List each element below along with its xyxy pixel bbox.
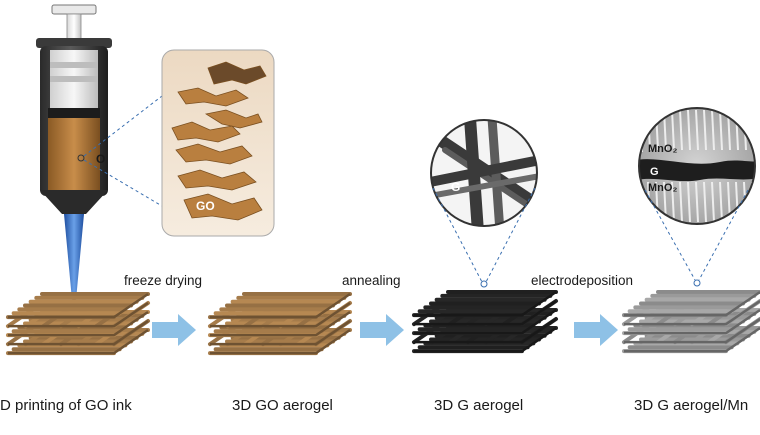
plunger-rod bbox=[66, 13, 82, 41]
lattice-edge bbox=[8, 319, 149, 346]
syringe bbox=[36, 4, 112, 318]
go-aerogel-lattice bbox=[208, 292, 352, 356]
lattice-edge bbox=[414, 290, 557, 317]
barrel-flange bbox=[36, 38, 112, 48]
process-arrows bbox=[152, 314, 618, 346]
nozzle bbox=[64, 214, 84, 300]
composite-inset: MnO₂ G MnO₂ bbox=[638, 107, 756, 225]
composite-bottom-label: MnO₂ bbox=[648, 182, 677, 194]
lattice-edge bbox=[210, 310, 351, 337]
plunger-cap bbox=[51, 4, 97, 15]
composite-middle-label: G bbox=[650, 166, 659, 178]
graphene-strand bbox=[639, 159, 755, 182]
zoom-lines-composite bbox=[644, 189, 749, 287]
caption-printing: D printing of GO ink bbox=[0, 397, 132, 414]
plunger-seal bbox=[48, 108, 100, 118]
go-flakes bbox=[171, 61, 267, 221]
lattice-edge bbox=[8, 310, 149, 337]
caption-g-aerogel: 3D G aerogel bbox=[434, 397, 524, 414]
caption-go-aerogel: 3D GO aerogel bbox=[232, 397, 333, 414]
lattice-edge bbox=[8, 328, 149, 355]
lattice-edge bbox=[210, 292, 351, 319]
graphene-inset-label: G bbox=[451, 180, 460, 194]
step-label-annealing: annealing bbox=[342, 273, 401, 288]
lattice-edge bbox=[8, 292, 149, 319]
lattice-edge bbox=[624, 317, 760, 344]
lattice-edge bbox=[414, 308, 557, 335]
arrow-electrodeposition bbox=[574, 314, 618, 346]
go-inset-label: GO bbox=[196, 199, 215, 213]
printed-lattice bbox=[6, 292, 150, 356]
lattice-edge bbox=[210, 319, 351, 346]
composite-lattice bbox=[622, 290, 760, 354]
syringe-tip bbox=[40, 190, 108, 214]
plunger-ring-2 bbox=[50, 76, 98, 82]
go-sheets-inset: GO bbox=[161, 49, 275, 237]
lattice-edge bbox=[414, 317, 557, 344]
lattice-blocks bbox=[6, 290, 760, 356]
lattice-edge bbox=[210, 328, 351, 355]
lattice-edge bbox=[414, 299, 557, 326]
lattice-edge bbox=[624, 308, 760, 335]
arrow-freeze-drying bbox=[152, 314, 196, 346]
zoom-lines-go bbox=[83, 95, 163, 207]
lattice-edge bbox=[210, 301, 351, 328]
ink-sample-marker bbox=[77, 154, 85, 162]
ink-inset-label: O bbox=[96, 152, 105, 166]
arrow-annealing bbox=[360, 314, 404, 346]
plunger-ring bbox=[50, 62, 98, 68]
step-label-electrodeposition: electrodeposition bbox=[531, 273, 634, 288]
step-label-freeze-drying: freeze drying bbox=[124, 273, 203, 288]
lattice-edge bbox=[624, 326, 760, 353]
go-ink bbox=[48, 118, 100, 192]
lattice-edge bbox=[624, 290, 760, 317]
caption-g-aerogel-mno2: 3D G aerogel/Mn bbox=[634, 397, 749, 414]
lattice-edge bbox=[414, 326, 557, 353]
zoom-lines-graphene bbox=[432, 187, 536, 288]
composite-top-label: MnO₂ bbox=[648, 143, 677, 155]
lattice-edge bbox=[8, 301, 149, 328]
lattice-edge bbox=[624, 299, 760, 326]
graphene-inset: G bbox=[430, 119, 538, 227]
g-aerogel-lattice bbox=[412, 290, 558, 354]
